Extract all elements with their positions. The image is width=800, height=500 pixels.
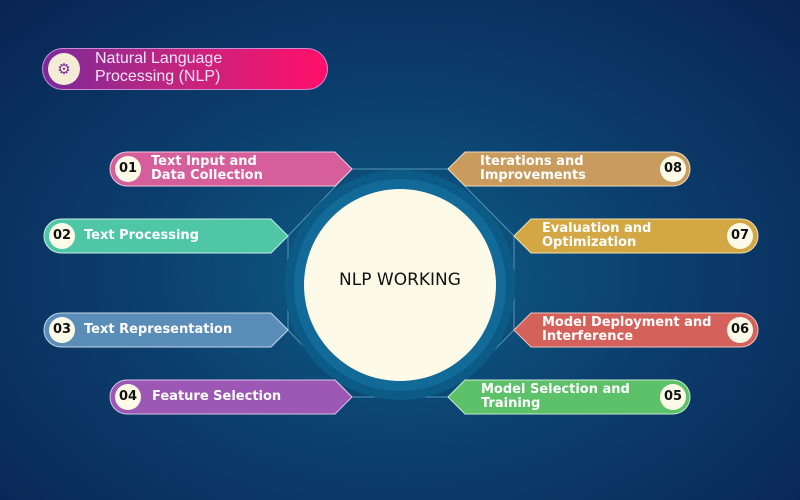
step-06-number: 06 [727,317,753,343]
step-02-line1: Text Processing [84,228,199,243]
step-01-line2: Data Collection [151,168,263,183]
center-title: NLP WORKING [339,270,461,290]
step-06-pill [513,312,759,348]
step-07-line2: Optimization [542,235,637,250]
step-04-pill [109,379,353,415]
brain-gear-icon: ⚙ [48,53,80,85]
title-text: Natural Language Processing (NLP) [95,50,222,86]
title-line-1: Natural Language [95,50,223,67]
step-03-pill [43,312,289,348]
step-03-number: 03 [49,317,75,343]
step-07-number: 07 [727,223,753,249]
step-05-pill [447,379,691,415]
step-02-label: Text Processing [84,219,199,253]
step-06-line1: Model Deployment and [542,315,712,330]
step-04-line1: Feature Selection [152,389,282,404]
center-circle [304,189,496,381]
step-03-label: Text Representation [84,313,232,347]
step-08-pill [447,151,691,187]
step-05-line2: Training [481,396,541,411]
step-07-pill [513,218,759,254]
step-07-line1: Evaluation and [542,221,652,236]
step-03-line1: Text Representation [84,322,233,337]
step-06-line2: Interference [542,329,634,344]
step-02-number: 02 [49,223,75,249]
step-08-number: 08 [660,156,686,182]
step-05-number: 05 [660,384,686,410]
step-08-line2: Improvements [480,168,586,183]
title-line-2: Processing (NLP) [95,68,221,85]
step-04-number: 04 [115,384,141,410]
step-08-line1: Iterations and [480,154,584,169]
step-05-line1: Model Selection and [481,382,630,397]
step-01-number: 01 [115,156,141,182]
step-01-line1: Text Input and [151,154,257,169]
step-04-label: Feature Selection [152,380,281,414]
step-01-pill [109,151,353,187]
title-banner: ⚙ Natural Language Processing (NLP) [42,48,328,90]
step-02-pill [43,218,289,254]
